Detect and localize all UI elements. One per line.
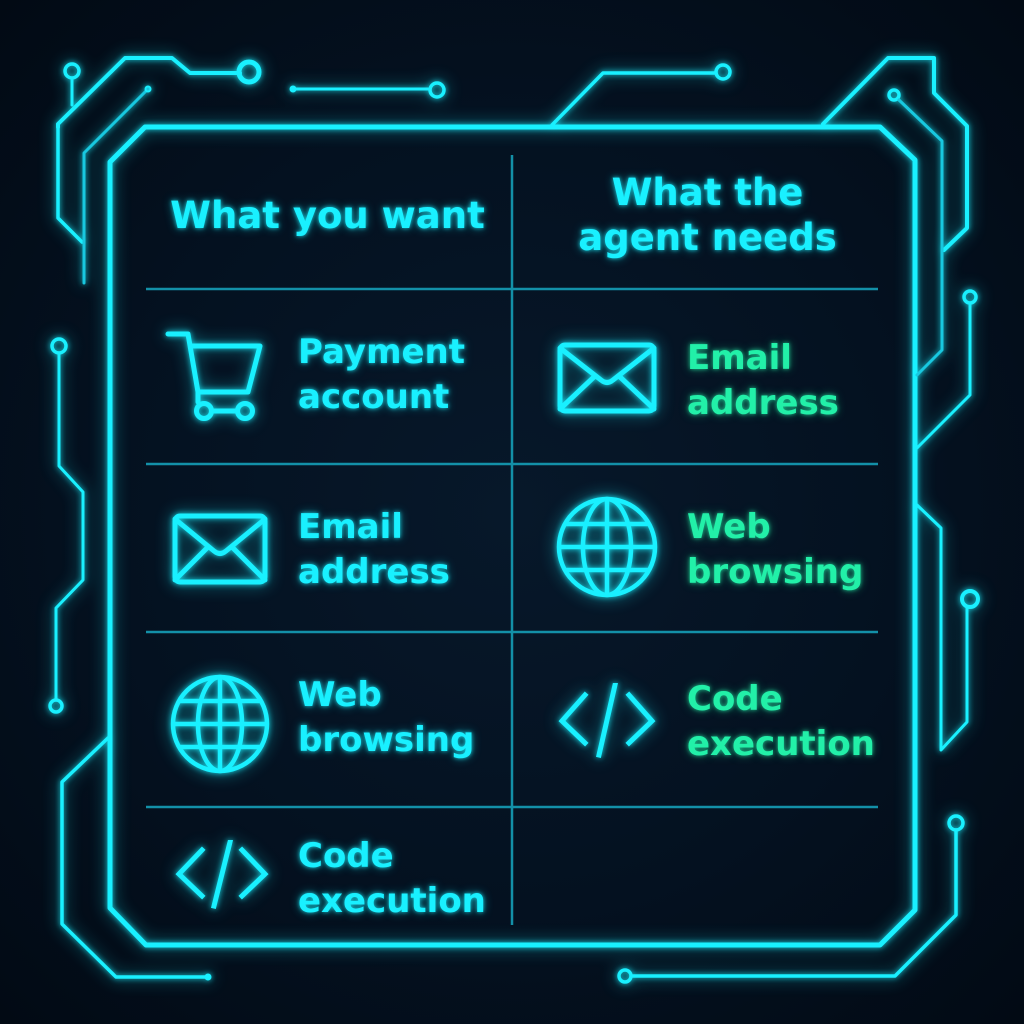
cell-label: Payment account: [298, 332, 466, 417]
header-line: agent needs: [578, 216, 837, 259]
envelope-icon: [557, 342, 657, 414]
left-cell-web-browsing: Web browsing: [146, 633, 512, 807]
globe-icon: [556, 496, 658, 598]
header-what-you-want: What you want: [140, 160, 515, 270]
left-cell-payment-account: Payment account: [146, 290, 512, 464]
shopping-cart-icon: [165, 331, 263, 421]
cell-label: Code execution: [298, 836, 486, 921]
cell-label: Web browsing: [687, 507, 864, 592]
left-cell-email-address: Email address: [146, 465, 512, 632]
table-grid-lines: [146, 155, 878, 925]
globe-icon: [170, 674, 270, 774]
code-brackets-icon: [558, 683, 656, 758]
cell-label: Email address: [687, 338, 839, 423]
header-what-agent-needs: What the agent needs: [515, 160, 900, 270]
envelope-icon: [172, 513, 268, 585]
right-cell-web-browsing: Web browsing: [513, 465, 879, 632]
right-cell-empty: [513, 808, 879, 943]
header-line: What you want: [170, 193, 485, 237]
right-cell-email-address: Email address: [513, 290, 879, 464]
cell-label: Code execution: [687, 679, 875, 764]
header-line: What the: [611, 171, 804, 214]
left-cell-code-execution: Code execution: [146, 808, 512, 943]
cell-label: Email address: [298, 507, 450, 592]
cell-label: Web browsing: [298, 675, 475, 760]
right-cell-code-execution: Code execution: [513, 633, 879, 807]
code-brackets-icon: [175, 840, 269, 910]
main-frame-border: [107, 124, 918, 948]
